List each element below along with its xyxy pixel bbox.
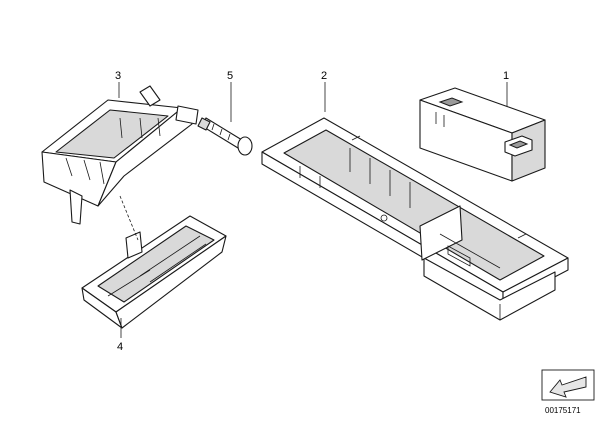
part-3-bracket[interactable] <box>41 85 199 225</box>
part-2-tray[interactable] <box>261 117 569 321</box>
callout-1: 1 <box>503 70 509 82</box>
assembly-line <box>119 195 139 241</box>
callout-3: 3 <box>115 70 121 82</box>
part-1-module[interactable] <box>419 87 546 182</box>
diagram-id-box: 00175171 <box>541 369 595 415</box>
diagram-id: 00175171 <box>545 406 581 415</box>
callout-2: 2 <box>321 70 327 82</box>
arrow-left-icon <box>549 376 587 398</box>
callout-4: 4 <box>117 341 123 353</box>
part-4-cover[interactable] <box>81 215 227 329</box>
part-5-pin[interactable] <box>197 117 253 156</box>
callout-5: 5 <box>227 70 233 82</box>
